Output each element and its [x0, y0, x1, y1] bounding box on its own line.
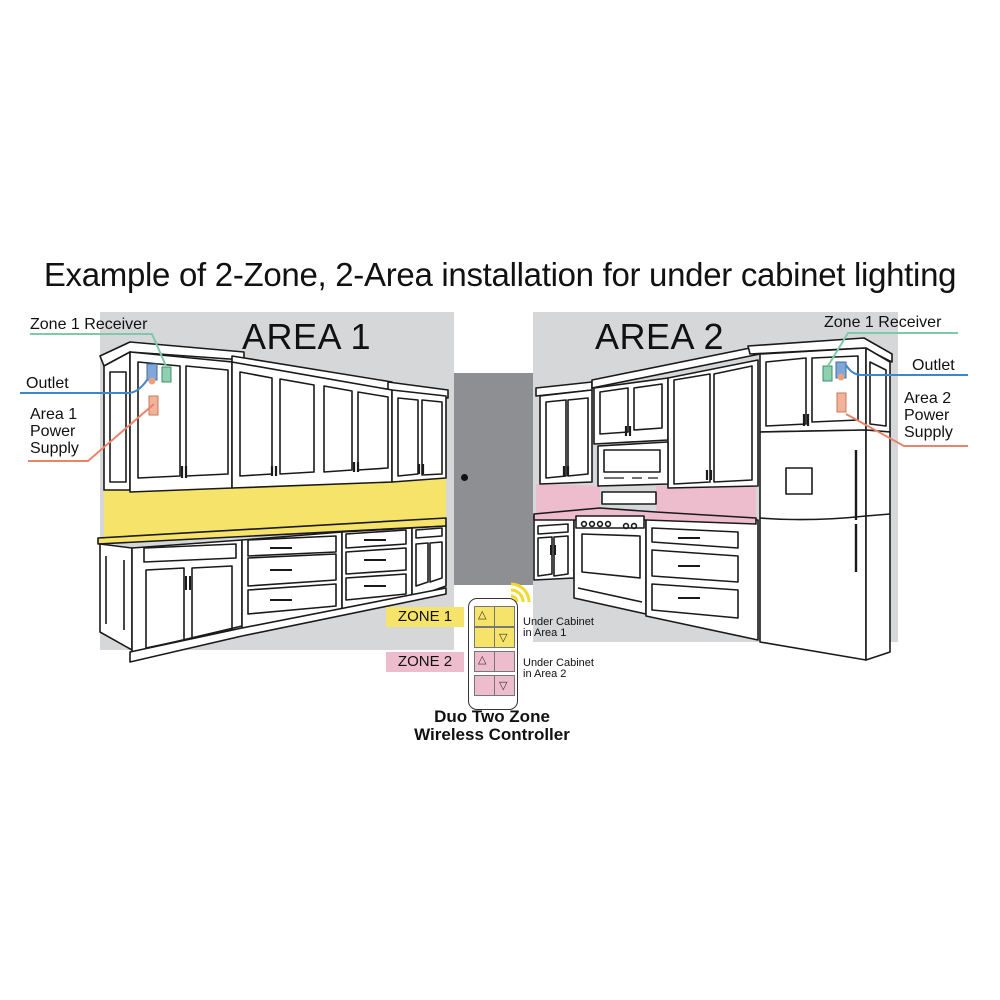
zone1-description: Under Cabinet in Area 1	[523, 616, 594, 639]
zone1-aux-pad	[474, 627, 495, 648]
zone2-aux-pad	[474, 675, 495, 696]
zone2-tag: ZONE 2	[386, 652, 464, 672]
zone1-aux-pad	[494, 606, 515, 627]
diagram-title: Example of 2-Zone, 2-Area installation f…	[43, 256, 957, 293]
zone2-down-button[interactable]: ▽	[494, 675, 515, 696]
area2-receiver-callout: Zone 1 Receiver	[824, 314, 942, 331]
zone1-up-button[interactable]: △	[474, 606, 495, 627]
area1-receiver-leader	[30, 333, 167, 367]
area2-receiver-leader	[827, 332, 958, 367]
zone2-light-area2	[536, 484, 600, 514]
triangle-up-icon: △	[478, 609, 487, 621]
zone2-up-button[interactable]: △	[474, 651, 495, 672]
door-knob	[461, 474, 468, 481]
area1-receiver-device	[161, 366, 172, 383]
area1-receiver-callout: Zone 1 Receiver	[30, 316, 148, 333]
area2-power-supply-device	[836, 392, 847, 413]
controller-caption: Duo Two Zone Wireless Controller	[414, 707, 570, 744]
area1-label: AREA 1	[242, 316, 372, 357]
zone2-aux-pad	[494, 651, 515, 672]
area1-power-leader	[28, 403, 155, 462]
zone1-down-button[interactable]: ▽	[494, 627, 515, 648]
zone1-tag: ZONE 1	[386, 607, 464, 627]
area2-power-leader	[845, 413, 968, 447]
triangle-down-icon: ▽	[499, 680, 508, 692]
zone2-description: Under Cabinet in Area 2	[523, 657, 594, 680]
area1-outlet-callout: Outlet	[26, 375, 69, 392]
triangle-down-icon: ▽	[499, 632, 508, 644]
area1-outlet-leader	[20, 379, 148, 394]
area2-receiver-device	[822, 365, 833, 382]
area2-outlet-leader	[845, 364, 968, 376]
area2-power-supply-callout: Area 2 Power Supply	[904, 390, 953, 441]
area1-power-supply-callout: Area 1 Power Supply	[30, 406, 79, 457]
area2-label: AREA 2	[595, 316, 725, 357]
triangle-up-icon: △	[478, 654, 487, 666]
area2-outlet-callout: Outlet	[912, 357, 955, 374]
